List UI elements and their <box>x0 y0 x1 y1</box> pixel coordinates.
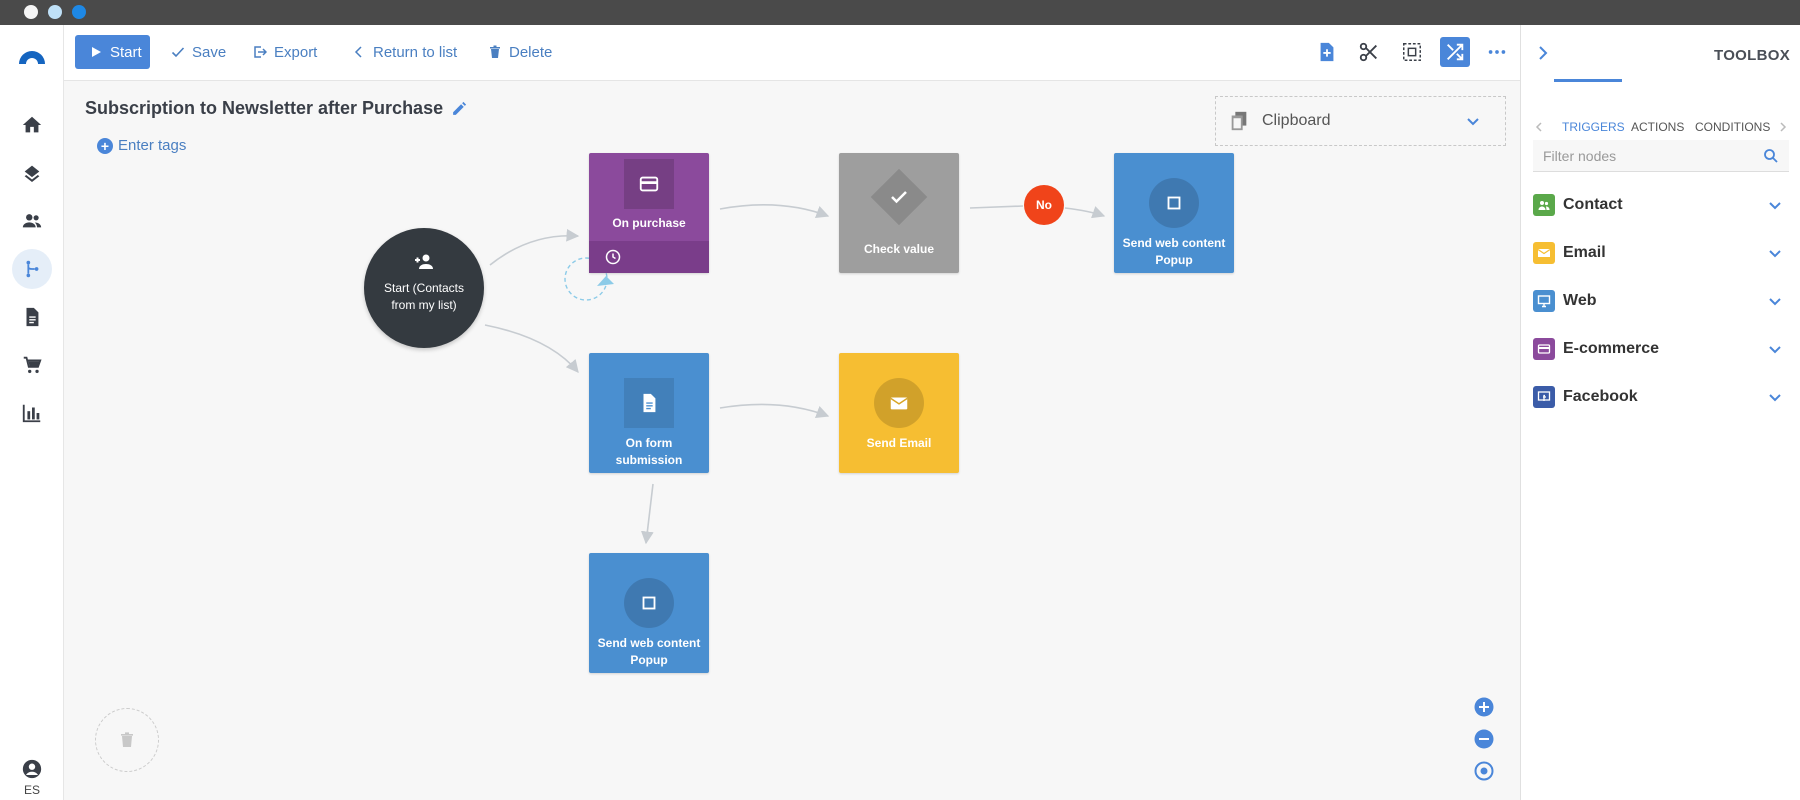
nav-layers-icon[interactable] <box>12 153 52 193</box>
add-tag-icon: + <box>97 137 113 154</box>
category-facebook[interactable]: Facebook <box>1533 379 1789 415</box>
language-label: ES <box>23 783 40 797</box>
nav-shopping-cart-icon[interactable] <box>12 345 52 385</box>
trash-drop-zone[interactable] <box>95 708 159 772</box>
document-icon <box>624 378 674 428</box>
window-minimize-dot[interactable] <box>48 5 62 19</box>
square-icon <box>1149 178 1199 228</box>
chevron-down-icon <box>1467 118 1479 126</box>
send-web-content-popup-node-2[interactable]: Send web content Popup <box>589 553 709 673</box>
filter-nodes-input[interactable]: Filter nodes <box>1533 140 1789 172</box>
category-email[interactable]: Email <box>1533 235 1789 271</box>
chevron-down-icon <box>1769 250 1781 258</box>
connector-start-to-purchase <box>489 228 580 266</box>
send-web-content-popup-node[interactable]: Send web content Popup <box>1114 153 1234 273</box>
trash-icon <box>121 732 133 747</box>
no-branch-badge[interactable]: No <box>1024 185 1064 225</box>
credit-card-icon <box>1533 338 1555 360</box>
active-tab-indicator <box>1554 79 1622 82</box>
shuffle-icon[interactable] <box>1440 37 1470 67</box>
start-node[interactable]: Start (Contacts from my list) <box>364 228 484 348</box>
square-icon <box>624 578 674 628</box>
nav-contacts-icon[interactable] <box>12 201 52 241</box>
tab-actions[interactable]: ACTIONS <box>1631 120 1685 134</box>
loop-arrow <box>597 276 614 286</box>
search-icon <box>1764 148 1778 163</box>
account-menu[interactable]: ES <box>16 758 48 797</box>
check-icon <box>171 47 185 58</box>
email-icon <box>1533 242 1555 264</box>
clipboard-dropdown[interactable]: Clipboard <box>1215 96 1506 146</box>
category-web[interactable]: Web <box>1533 283 1789 319</box>
window-maximize-dot[interactable] <box>72 5 86 19</box>
connector-form-to-popup <box>641 483 654 545</box>
connector-form-to-email <box>719 403 830 418</box>
category-contact[interactable]: Contact <box>1533 187 1789 223</box>
center-view-icon[interactable] <box>1474 761 1494 781</box>
chevron-down-icon <box>1769 394 1781 402</box>
toolbox-title: TOOLBOX <box>1714 47 1790 64</box>
play-icon <box>92 47 101 57</box>
tabs-scroll-left-icon[interactable] <box>1533 121 1545 133</box>
select-area-icon[interactable] <box>1397 37 1427 67</box>
chevron-down-icon <box>1769 346 1781 354</box>
delete-button[interactable]: Delete <box>488 35 552 69</box>
send-email-node[interactable]: Send Email <box>839 353 959 473</box>
save-button[interactable]: Save <box>171 35 226 69</box>
account-icon <box>22 759 42 779</box>
clipboard-icon <box>1231 111 1247 131</box>
chevron-right-icon[interactable] <box>1535 45 1551 61</box>
nav-documents-icon[interactable] <box>12 297 52 337</box>
connector-start-to-form <box>484 324 579 373</box>
add-document-icon[interactable] <box>1312 37 1342 67</box>
cut-icon[interactable] <box>1354 37 1384 67</box>
edit-pencil-icon[interactable] <box>451 100 468 117</box>
credit-card-icon <box>624 159 674 209</box>
window-close-dot[interactable] <box>24 5 38 19</box>
chevron-down-icon <box>1769 202 1781 210</box>
zoom-out-icon[interactable] <box>1474 729 1494 749</box>
user-add-icon <box>415 254 433 269</box>
left-navigation: ES <box>0 25 64 800</box>
check-value-node[interactable]: Check value <box>839 153 959 273</box>
toolbox-panel: TOOLBOX TRIGGERS ACTIONS CONDITIONS Filt… <box>1520 25 1800 800</box>
nav-home-icon[interactable] <box>12 105 52 145</box>
tab-conditions[interactable]: CONDITIONS <box>1695 120 1771 134</box>
check-icon <box>891 191 907 204</box>
connector-no-to-popup <box>1064 206 1106 219</box>
zoom-in-icon[interactable] <box>1474 697 1494 717</box>
category-ecommerce[interactable]: E-commerce <box>1533 331 1789 367</box>
export-button[interactable]: Export <box>253 35 317 69</box>
chevron-left-icon <box>354 46 362 58</box>
start-button[interactable]: Start <box>75 35 150 69</box>
envelope-icon <box>874 378 924 428</box>
monitor-icon <box>1533 290 1555 312</box>
app-logo-icon[interactable] <box>16 43 48 65</box>
node-delay-bar <box>589 241 709 273</box>
nav-workflow-icon[interactable] <box>12 249 52 289</box>
toolbox-tabs: TRIGGERS ACTIONS CONDITIONS <box>1521 79 1800 134</box>
connector-check-to-no <box>969 205 1024 209</box>
facebook-icon <box>1533 386 1555 408</box>
enter-tags-link[interactable]: + Enter tags <box>97 137 186 154</box>
export-icon <box>254 46 267 58</box>
clock-icon <box>605 249 621 265</box>
window-titlebar <box>0 0 1800 25</box>
contact-icon <box>1533 194 1555 216</box>
top-toolbar: Start Save Export Return to list Delete <box>64 25 1520 81</box>
tabs-scroll-right-icon[interactable] <box>1777 121 1789 133</box>
workflow-title: Subscription to Newsletter after Purchas… <box>85 98 468 119</box>
on-purchase-node[interactable]: On purchase <box>589 153 709 273</box>
more-options-icon[interactable] <box>1482 37 1512 67</box>
condition-diamond <box>870 168 928 226</box>
chevron-down-icon <box>1769 298 1781 306</box>
tab-triggers[interactable]: TRIGGERS <box>1562 120 1625 134</box>
trash-icon <box>490 45 500 58</box>
return-to-list-button[interactable]: Return to list <box>352 35 457 69</box>
on-form-submission-node[interactable]: On form submission <box>589 353 709 473</box>
nav-reports-icon[interactable] <box>12 393 52 433</box>
connector-purchase-to-check <box>719 204 830 218</box>
